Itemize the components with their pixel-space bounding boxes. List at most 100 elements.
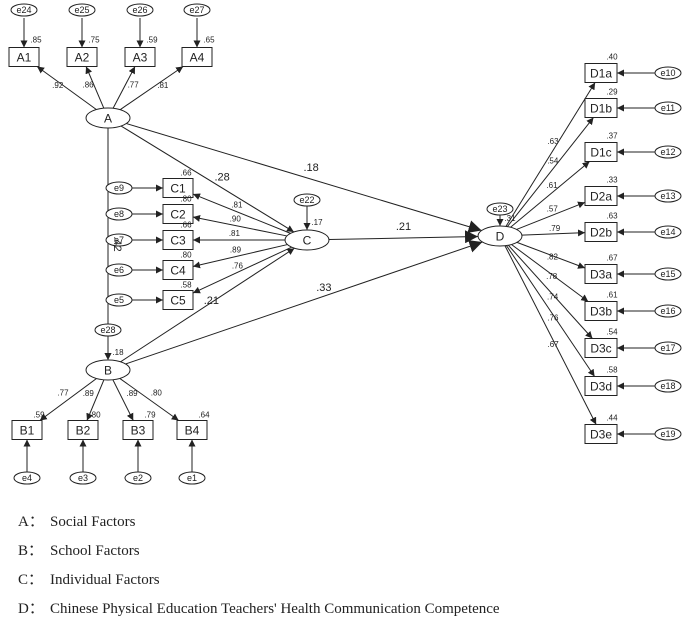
indicator-c3-box xyxy=(162,230,194,250)
r2-b2: .80 xyxy=(89,411,101,420)
legend-key: C： xyxy=(18,572,44,588)
path-coef-a-d: .18 xyxy=(303,162,318,174)
error-e2-label: e2 xyxy=(133,473,143,483)
indicator-b2-box xyxy=(67,420,99,440)
legend-item-a: A：Social Factors xyxy=(18,508,678,537)
error-e26-label: e26 xyxy=(132,5,147,15)
r2-b1: .59 xyxy=(33,411,45,420)
error-e4-ellipse xyxy=(13,471,41,485)
loading-arrow-d1c xyxy=(510,161,590,228)
r2-d3c: .54 xyxy=(606,328,618,337)
error-e14-ellipse xyxy=(654,225,682,239)
error-e14-label: e14 xyxy=(660,227,675,237)
loading-d3a: .82 xyxy=(547,252,559,261)
legend-key: B： xyxy=(18,543,44,559)
error-e9-label: e9 xyxy=(114,183,124,193)
loading-arrow-d2a xyxy=(516,201,586,230)
error-e1-ellipse xyxy=(178,471,206,485)
loading-arrow-d3e xyxy=(504,245,597,425)
shapes-layer xyxy=(8,3,682,485)
path-coef-c-d: .21 xyxy=(396,221,411,233)
indicator-a4-box xyxy=(181,47,213,67)
error-e24-label: e24 xyxy=(16,5,31,15)
loading-d1c: .61 xyxy=(546,181,558,190)
r2-d1a: .40 xyxy=(606,53,618,62)
indicator-d3d-label: D3d xyxy=(590,380,612,394)
loading-arrow-c4 xyxy=(192,244,288,269)
loading-c3: .81 xyxy=(229,229,241,238)
loading-d2a: .57 xyxy=(547,205,559,214)
latent-c-label: C xyxy=(303,234,312,248)
indicator-d3d-box xyxy=(584,376,618,396)
loading-a4: .81 xyxy=(157,81,169,90)
error-e28-ellipse xyxy=(94,323,122,337)
indicator-d3a-box xyxy=(584,264,618,284)
error-e11-ellipse xyxy=(654,101,682,115)
error-e16-label: e16 xyxy=(660,306,675,316)
loading-b4: .80 xyxy=(151,388,163,397)
legend-text: Individual Factors xyxy=(50,572,160,588)
loading-d1b: .54 xyxy=(547,157,559,166)
legend-text: Chinese Physical Education Teachers' Hea… xyxy=(50,601,500,617)
loading-d3d: .76 xyxy=(547,314,559,323)
loading-a2: .86 xyxy=(82,80,94,89)
error-e13-ellipse xyxy=(654,189,682,203)
loading-d1a: .63 xyxy=(547,137,559,146)
indicator-b1-label: B1 xyxy=(20,424,35,438)
loading-b3: .89 xyxy=(126,389,138,398)
loading-arrow-d3c xyxy=(507,244,593,339)
error-e2-ellipse xyxy=(124,471,152,485)
path-c-d xyxy=(328,230,479,244)
r2-b3: .79 xyxy=(144,411,156,420)
r2-d3b: .61 xyxy=(606,291,618,300)
error-e13-label: e13 xyxy=(660,191,675,201)
path-b-d xyxy=(125,240,483,365)
loading-arrow-d3d xyxy=(506,245,596,377)
r2-a3: .59 xyxy=(146,36,158,45)
error-e19-label: e19 xyxy=(660,429,675,439)
error-e23-ellipse xyxy=(486,202,514,216)
r2-c4: .80 xyxy=(180,251,192,260)
error-e1-label: e1 xyxy=(187,473,197,483)
legend-key: A： xyxy=(18,514,44,530)
path-coef-a-b: .42 xyxy=(111,236,123,251)
indicator-b3-label: B3 xyxy=(131,424,146,438)
loading-b1: .77 xyxy=(57,388,69,397)
r2-c3: .66 xyxy=(180,221,192,230)
loading-b2: .89 xyxy=(83,389,95,398)
indicator-d3b-label: D3b xyxy=(590,305,612,319)
legend-text: School Factors xyxy=(50,543,140,559)
indicator-b1-box xyxy=(11,420,43,440)
r2-d: .31 xyxy=(504,214,516,223)
indicator-c3-label: C3 xyxy=(170,234,186,248)
indicator-d3e-box xyxy=(584,424,618,444)
error-e12-ellipse xyxy=(654,145,682,159)
error-e3-label: e3 xyxy=(78,473,88,483)
r2-a1: .85 xyxy=(30,36,42,45)
loading-c2: .90 xyxy=(230,215,242,224)
indicator-d1a-box xyxy=(584,63,618,83)
error-e7-label: e7 xyxy=(114,235,124,245)
indicator-a2-label: A2 xyxy=(75,51,90,65)
path-coef-b-d: .33 xyxy=(316,282,331,294)
latent-a-label: A xyxy=(104,112,112,126)
paths-layer xyxy=(20,18,656,472)
error-e4-label: e4 xyxy=(22,473,32,483)
error-e27-label: e27 xyxy=(189,5,204,15)
r2-a2: .75 xyxy=(88,36,100,45)
loading-arrow-d1a xyxy=(505,82,596,227)
loading-arrow-b4 xyxy=(119,378,179,421)
error-e17-ellipse xyxy=(654,341,682,355)
error-e15-ellipse xyxy=(654,267,682,281)
indicator-c1-label: C1 xyxy=(170,182,186,196)
error-e5-label: e5 xyxy=(114,295,124,305)
error-e10-ellipse xyxy=(654,66,682,80)
legend: A：Social Factors B： School Factors C： Indi… xyxy=(18,508,678,624)
loading-d3b: .78 xyxy=(546,272,558,281)
indicator-d2a-label: D2a xyxy=(590,190,612,204)
loading-c4: .89 xyxy=(230,246,242,255)
indicator-c5-label: C5 xyxy=(170,294,186,308)
latent-d-ellipse xyxy=(477,225,523,247)
error-e27-ellipse xyxy=(183,3,211,17)
indicator-c4-box xyxy=(162,260,194,280)
